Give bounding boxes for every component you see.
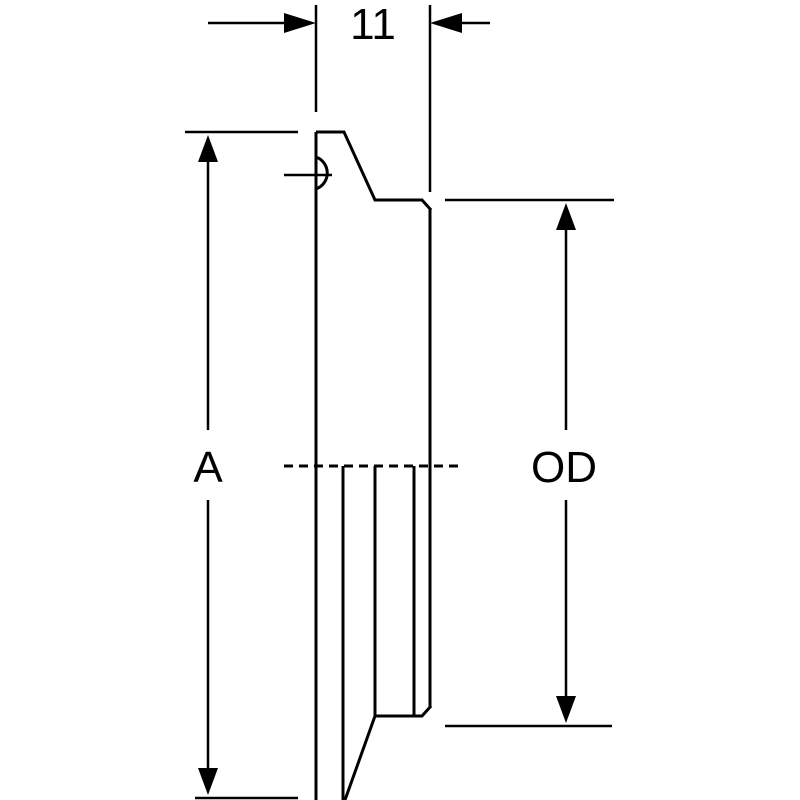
gasket-groove-arc xyxy=(315,155,329,191)
od-arrow-top xyxy=(556,203,576,230)
a-dimension-label: A xyxy=(193,443,223,492)
od-dimension-label: OD xyxy=(531,443,597,492)
od-arrow-bottom xyxy=(556,696,576,723)
width-arrow-right xyxy=(430,13,462,33)
width-arrow-left xyxy=(284,13,316,33)
a-arrow-top xyxy=(198,135,218,162)
part-bottom-profile xyxy=(343,704,433,800)
part-top-profile xyxy=(316,130,433,212)
a-arrow-bottom xyxy=(198,768,218,795)
width-dimension: 11 xyxy=(208,0,490,192)
flange-diameter-dimension: A xyxy=(185,130,298,800)
outer-diameter-dimension: OD xyxy=(445,198,614,728)
width-dimension-label: 11 xyxy=(350,0,396,49)
